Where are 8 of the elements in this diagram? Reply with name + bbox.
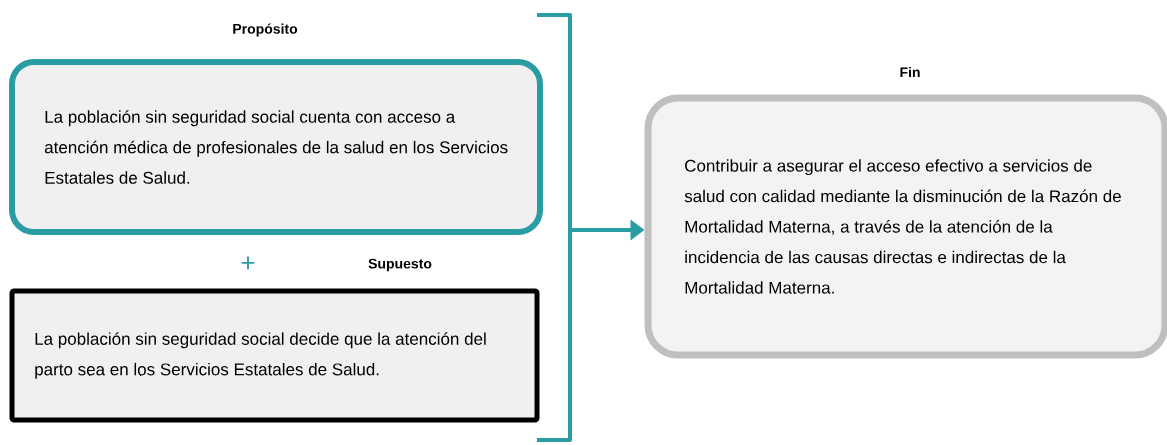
- heading: Fin: [900, 66, 920, 78]
- heading: Supuesto: [368, 258, 432, 272]
- heading: Propósito: [233, 23, 298, 37]
- text-box: La población sin seguridad social decide que la atención del parto sea en los Servicios Estatales de Salud.: [9, 288, 540, 423]
- plus-sign: +: [241, 256, 255, 270]
- text-box: Contribuir a asegurar el acceso efectivo a servicios de salud con calidad mediante la disminución de la Razón de Mortalidad Materna, a través de la atención de la incidencia de las causas directas e indirectas de la Mortalidad Materna.: [644, 94, 1167, 359]
- bracket: [537, 13, 572, 442]
- text-box: La población sin seguridad social cuenta con acceso a atención médica de profesionales de la salud en los Servicios Estatales de Salud.: [9, 59, 543, 235]
